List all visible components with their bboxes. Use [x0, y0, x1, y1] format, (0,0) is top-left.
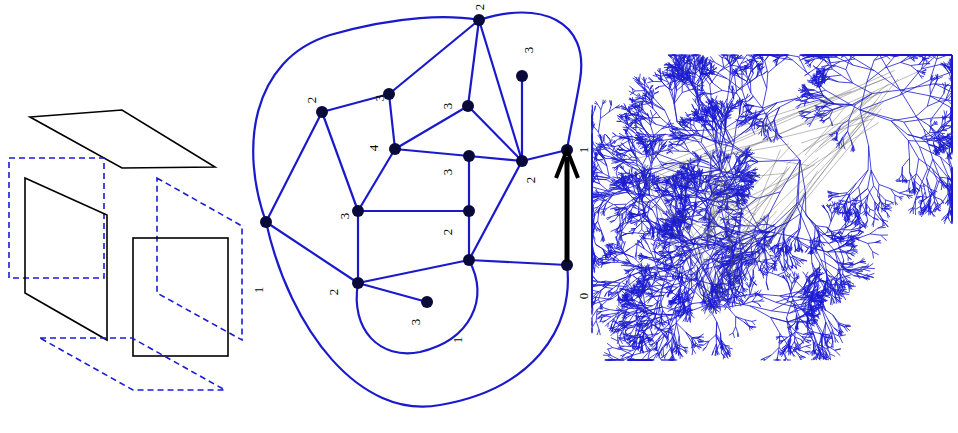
distance-label: 2	[441, 229, 454, 236]
distance-label: 2	[327, 289, 340, 296]
distance-label: 2	[305, 97, 318, 104]
distance-label: 3	[338, 213, 351, 220]
map-edge	[266, 20, 567, 302]
distance-label: 1	[252, 287, 265, 294]
solid-face	[25, 178, 107, 340]
solid-face	[30, 110, 215, 168]
distance-label: 2	[473, 4, 486, 11]
map-edge	[357, 260, 478, 353]
distance-label: 4	[367, 145, 380, 152]
tree-cycles	[631, 70, 918, 319]
distance-label: 3	[441, 169, 454, 176]
dashed-face	[40, 338, 225, 390]
map-edge	[266, 222, 568, 407]
tree-branches	[592, 55, 952, 360]
map-vertices	[260, 14, 573, 308]
random-tree	[592, 55, 952, 360]
distance-label: 0	[577, 293, 590, 300]
distance-label: 3	[522, 47, 535, 54]
distance-label: 1	[577, 147, 590, 154]
distance-label: 3	[409, 319, 422, 326]
dashed-face	[157, 178, 242, 340]
distance-label: 2	[524, 177, 537, 184]
map-edge	[479, 13, 581, 151]
distance-label: 1	[451, 337, 464, 344]
map-edge	[253, 17, 479, 222]
dashed-face	[9, 158, 104, 278]
solid-face	[133, 238, 228, 356]
root-arrow	[556, 150, 578, 262]
distance-label: 3	[441, 103, 454, 110]
planar-map	[253, 13, 581, 407]
distance-label: 3	[373, 95, 386, 102]
